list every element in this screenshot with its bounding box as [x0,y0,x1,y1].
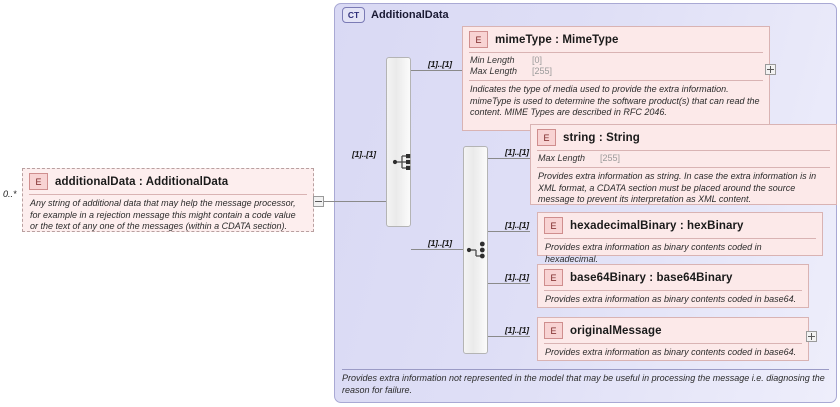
element-string-header: E string : String [531,125,836,150]
element-mimetype[interactable]: E mimeType : MimeType Min Length [0] Max… [462,26,770,131]
choice-icon [466,241,485,259]
element-hexadecimalbinary[interactable]: E hexadecimalBinary : hexBinary Provides… [537,212,823,264]
divider [469,52,763,53]
divider [544,343,802,344]
element-mimetype-facets: Min Length [0] Max Length [255] [463,53,769,80]
element-additionaldata-title: additionalData : AdditionalData [55,175,229,188]
expand-toggle-mimetype[interactable] [765,64,776,75]
divider [469,80,763,81]
element-icon: E [29,173,48,190]
plus-icon-vertical [811,333,812,340]
facet-row: Min Length [0] [470,55,762,66]
facet-value: [0] [532,55,543,65]
cardinality-string: [1]..[1] [505,147,529,157]
complextype-title: CT AdditionalData [342,7,449,23]
plus-icon-vertical [770,66,771,73]
minus-icon [315,201,322,202]
element-icon: E [544,269,563,286]
connector-sequence-to-mimetype [411,70,462,71]
cardinality-hexadecimalbinary: [1]..[1] [505,220,529,230]
sequence-icon [392,154,411,170]
element-mimetype-title: mimeType : MimeType [495,33,619,46]
element-base64binary-description: Provides extra information as binary con… [545,294,797,304]
element-hexadecimalbinary-title: hexadecimalBinary : hexBinary [570,219,744,232]
element-icon: E [544,322,563,339]
divider [544,238,816,239]
cardinality-base64binary: [1]..[1] [505,272,529,282]
element-base64binary[interactable]: E base64Binary : base64Binary Provides e… [537,264,809,308]
complextype-footer-divider [342,369,829,370]
element-icon: E [544,217,563,234]
element-additionaldata[interactable]: E additionalData : AdditionalData Any st… [22,168,314,232]
connector-choice-to-string [488,158,530,159]
facet-value: [255] [532,66,553,76]
cardinality-inner-choice: [1]..[1] [428,238,452,248]
cardinality-mimetype: [1]..[1] [428,59,452,69]
element-hexadecimalbinary-description: Provides extra information as binary con… [545,242,762,264]
complextype-label: AdditionalData [371,9,449,21]
element-icon: E [469,31,488,48]
element-originalmessage[interactable]: E originalMessage Provides extra informa… [537,317,809,361]
element-hexadecimalbinary-header: E hexadecimalBinary : hexBinary [538,213,822,238]
root-element-occurrence: 0..* [3,189,17,199]
complextype-footer-text: Provides extra information not represent… [342,373,825,395]
facet-value: [255] [600,153,621,163]
element-originalmessage-header: E originalMessage [538,318,808,343]
element-base64binary-header: E base64Binary : base64Binary [538,265,808,290]
cardinality-outer-sequence: [1]..[1] [352,149,376,159]
connector-sequence-to-choice [411,249,463,250]
element-string-description: Provides extra information as string. In… [538,171,817,204]
element-additionaldata-description: Any string of additional data that may h… [30,198,296,231]
collapse-toggle-additionaldata[interactable] [313,196,324,207]
divider [544,290,802,291]
element-mimetype-header: E mimeType : MimeType [463,27,769,52]
element-string[interactable]: E string : String Max Length [255] Provi… [530,124,837,205]
element-mimetype-description: Indicates the type of media used to prov… [470,84,760,117]
facet-row: Max Length [255] [538,153,829,164]
connector-choice-to-originalmessage [488,336,530,337]
facet-name: Max Length [470,66,518,76]
element-originalmessage-title: originalMessage [570,324,662,337]
element-icon: E [537,129,556,146]
divider [29,194,307,195]
complextype-icon: CT [342,7,365,23]
divider [537,150,830,151]
connector-choice-to-hexadecimalbinary [488,231,530,232]
element-additionaldata-header: E additionalData : AdditionalData [23,169,313,194]
connector-choice-to-base64binary [488,283,530,284]
element-string-title: string : String [563,131,640,144]
facet-name: Max Length [538,153,586,163]
element-base64binary-title: base64Binary : base64Binary [570,271,733,284]
cardinality-originalmessage: [1]..[1] [505,325,529,335]
facet-name: Min Length [470,55,515,65]
element-originalmessage-description: Provides extra information as binary con… [545,347,797,357]
element-string-facets: Max Length [255] [531,151,836,167]
connector-container-to-outer-sequence [336,201,386,202]
model-group-outer-sequence[interactable] [386,57,411,227]
connector-root-to-container [324,201,336,202]
divider [537,167,830,168]
facet-row: Max Length [255] [470,66,762,77]
expand-toggle-originalmessage[interactable] [806,331,817,342]
